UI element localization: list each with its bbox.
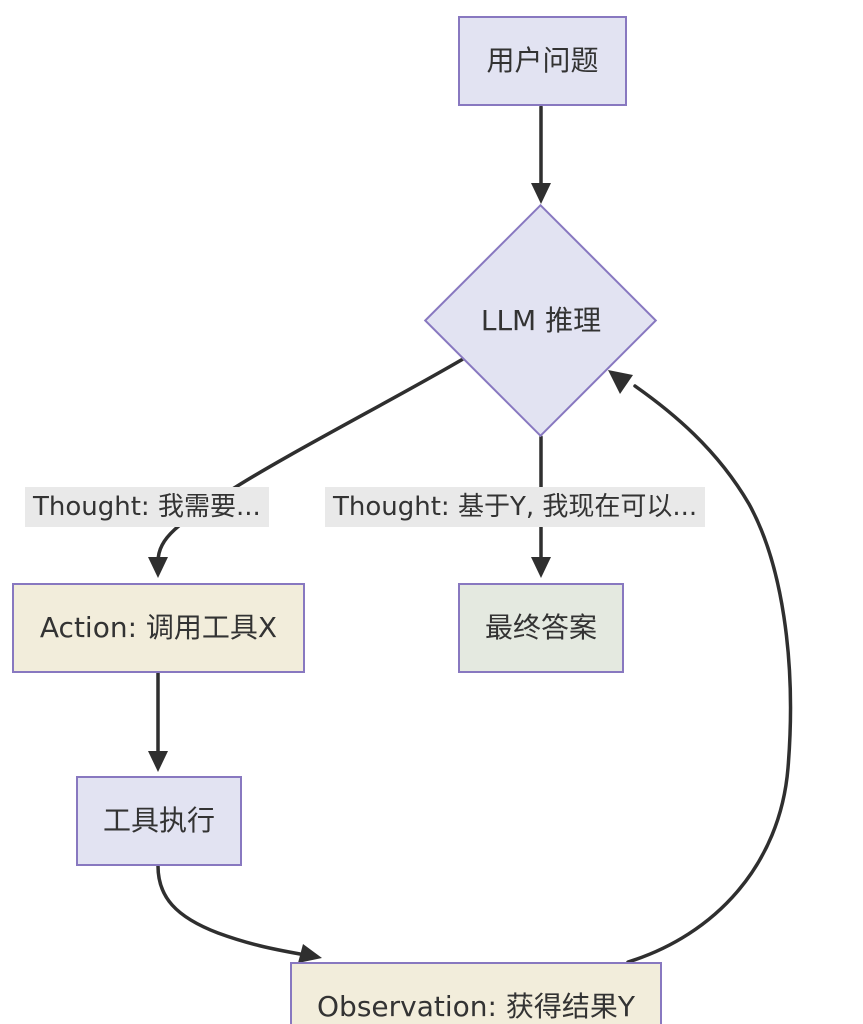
node-observation: Observation: 获得结果Y	[290, 962, 662, 1024]
edge-user-to-llm	[531, 105, 551, 204]
node-user-question: 用户问题	[458, 16, 627, 106]
edge-label-thought-need: Thought: 我需要...	[25, 487, 269, 527]
edge-llm-to-action	[148, 357, 465, 578]
node-observation-label: Observation: 获得结果Y	[317, 990, 635, 1024]
node-final-answer: 最终答案	[458, 583, 624, 673]
node-final-answer-label: 最终答案	[484, 611, 597, 645]
node-llm-reasoning-label: LLM 推理	[480, 304, 602, 337]
edge-action-to-tool	[148, 671, 168, 772]
node-action-label: Action: 调用工具X	[39, 611, 278, 645]
node-action: Action: 调用工具X	[12, 583, 305, 673]
node-tool-exec: 工具执行	[76, 776, 242, 866]
node-user-question-label: 用户问题	[486, 44, 599, 78]
edge-label-thought-final: Thought: 基于Y, 我现在可以...	[325, 487, 706, 527]
edge-tool-to-observation	[156, 864, 322, 963]
edge-observation-to-llm	[608, 370, 793, 964]
node-tool-exec-label: 工具执行	[102, 804, 215, 838]
